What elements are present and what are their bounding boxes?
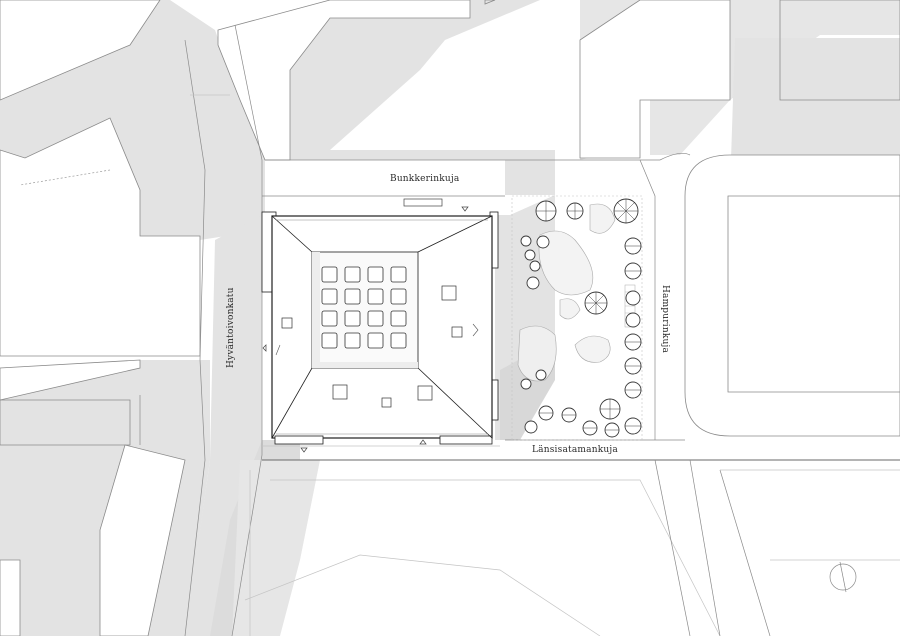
skylights [321,266,407,349]
north-arrow-icon [829,561,857,593]
main-building [261,198,499,453]
street-lines [19,24,900,636]
street-label-bunkkerinkuja: Bunkkerinkuja [390,174,460,184]
street-label-hyvantoivonkatu: Hyväntoivonkatu [226,287,236,368]
street-label-lansisatamankuja: Länsisatamankuja [532,445,618,455]
park-area [511,195,643,441]
street-label-hampurinkuja: Hampurinkuja [660,284,670,354]
